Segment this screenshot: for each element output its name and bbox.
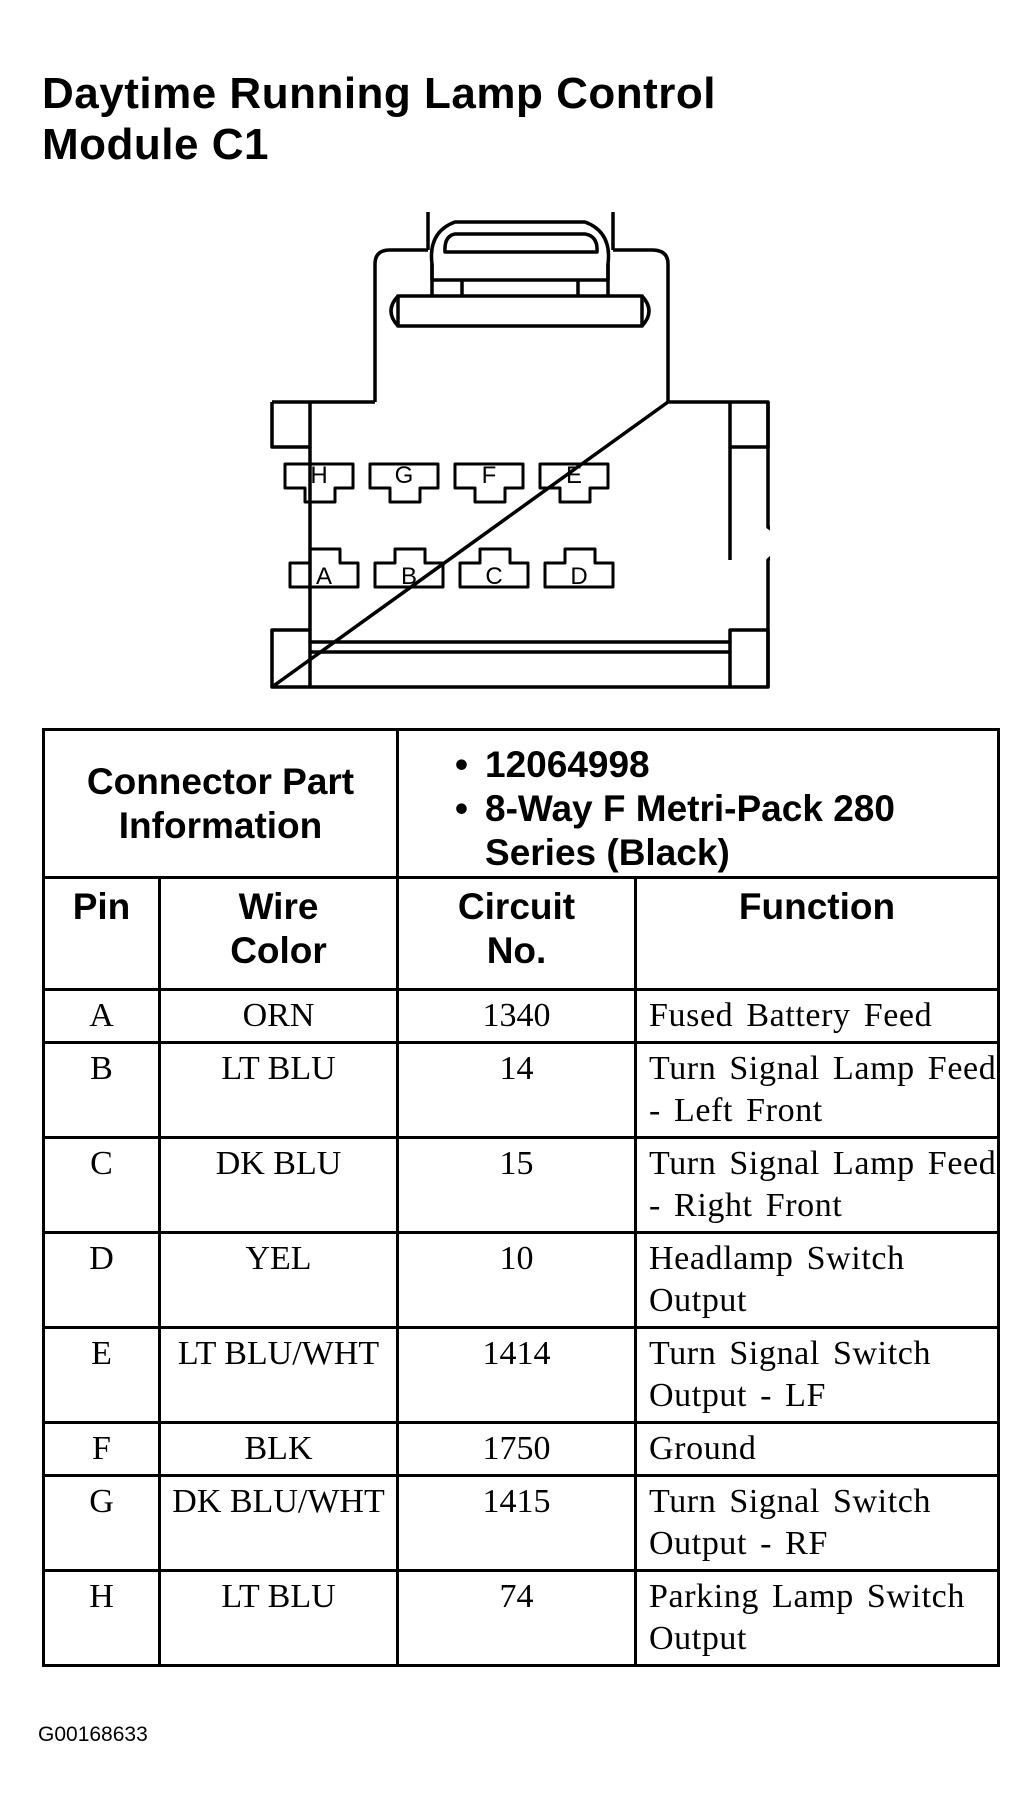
pin-label-g: G bbox=[395, 462, 414, 489]
pin-label-b: B bbox=[401, 563, 417, 590]
diagram-title: Daytime Running Lamp Control Module C1 bbox=[42, 68, 716, 170]
function-cell: Ground bbox=[634, 1421, 1001, 1477]
header-circuit-line-2: No. bbox=[486, 930, 547, 971]
column-header-row: Pin Wire Color Circuit No. Function bbox=[42, 876, 1001, 991]
wire-color-cell: BLK bbox=[157, 1421, 400, 1477]
pin-label-f: F bbox=[482, 462, 497, 489]
part-info-label-line-2: Information bbox=[118, 804, 323, 846]
pin-cell: H bbox=[42, 1569, 161, 1667]
wire-color-cell: LT BLU bbox=[157, 1041, 400, 1139]
table-row: H LT BLU 74 Parking Lamp Switch Output bbox=[42, 1569, 1001, 1667]
bottom-row-terminals: A B C D bbox=[288, 547, 615, 590]
connector-latch bbox=[373, 212, 670, 402]
pin-label-a: A bbox=[316, 563, 332, 590]
function-cell: Headlamp Switch Output bbox=[634, 1231, 1001, 1329]
circuit-cell: 74 bbox=[396, 1569, 638, 1667]
table-row: F BLK 1750 Ground bbox=[42, 1421, 1001, 1477]
terminal-f: F bbox=[453, 462, 525, 504]
header-wire-color: Wire Color bbox=[157, 876, 400, 991]
header-circuit-line-1: Circuit bbox=[457, 886, 576, 927]
wire-color-cell: ORN bbox=[157, 988, 400, 1044]
table-row: B LT BLU 14 Turn Signal Lamp Feed - Left… bbox=[42, 1041, 1001, 1139]
circuit-cell: 1340 bbox=[396, 988, 638, 1044]
table-row: E LT BLU/WHT 1414 Turn Signal Switch Out… bbox=[42, 1326, 1001, 1424]
wire-color-cell: YEL bbox=[157, 1231, 400, 1329]
part-description: 8-Way F Metri-Pack 280 Series (Black) bbox=[451, 787, 997, 875]
part-info-list: 12064998 8-Way F Metri-Pack 280 Series (… bbox=[451, 743, 997, 875]
terminal-g: G bbox=[368, 462, 440, 504]
wire-color-cell: DK BLU bbox=[157, 1136, 400, 1234]
circuit-cell: 1415 bbox=[396, 1474, 638, 1572]
pin-cell: C bbox=[42, 1136, 161, 1234]
wire-color-cell: DK BLU/WHT bbox=[157, 1474, 400, 1572]
circuit-cell: 1414 bbox=[396, 1326, 638, 1424]
terminal-e: E bbox=[538, 462, 610, 504]
circuit-cell: 10 bbox=[396, 1231, 638, 1329]
pin-cell: F bbox=[42, 1421, 161, 1477]
connector-face-drawing: H G F E A B C D bbox=[270, 212, 770, 689]
pin-cell: E bbox=[42, 1326, 161, 1424]
connector-body-outline bbox=[270, 400, 770, 689]
function-cell: Turn Signal Lamp Feed - Right Front bbox=[634, 1136, 1001, 1234]
table-row: D YEL 10 Headlamp Switch Output bbox=[42, 1231, 1001, 1329]
part-info-row: Connector Part Information 12064998 8-Wa… bbox=[41, 728, 1001, 879]
pin-label-e: E bbox=[566, 462, 582, 489]
top-row-terminals: H G F E bbox=[283, 462, 610, 504]
pin-cell: B bbox=[42, 1041, 161, 1139]
table-row: G DK BLU/WHT 1415 Turn Signal Switch Out… bbox=[42, 1474, 1001, 1572]
connector-pinout-table: Connector Part Information 12064998 8-Wa… bbox=[41, 728, 1001, 1667]
pin-label-d: D bbox=[570, 563, 587, 590]
figure-reference-code: G00168633 bbox=[38, 1723, 148, 1746]
pin-label-c: C bbox=[485, 563, 502, 590]
pin-cell: D bbox=[42, 1231, 161, 1329]
terminal-d: D bbox=[543, 547, 615, 590]
header-circuit-no: Circuit No. bbox=[396, 876, 638, 991]
header-wire-color-line-2: Color bbox=[230, 930, 327, 971]
pin-cell: A bbox=[42, 988, 161, 1044]
function-cell: Turn Signal Switch Output - LF bbox=[634, 1326, 1001, 1424]
part-info-label: Connector Part Information bbox=[41, 728, 400, 879]
wire-color-cell: LT BLU bbox=[157, 1569, 400, 1667]
terminal-a: A bbox=[288, 547, 360, 590]
part-info-details: 12064998 8-Way F Metri-Pack 280 Series (… bbox=[396, 728, 1001, 879]
pin-label-h: H bbox=[310, 462, 327, 489]
function-cell: Parking Lamp Switch Output bbox=[634, 1569, 1001, 1667]
terminal-c: C bbox=[458, 547, 530, 590]
terminal-h: H bbox=[283, 462, 355, 504]
function-cell: Fused Battery Feed bbox=[634, 988, 1001, 1044]
circuit-cell: 1750 bbox=[396, 1421, 638, 1477]
wire-color-cell: LT BLU/WHT bbox=[157, 1326, 400, 1424]
title-line-2: Module C1 bbox=[42, 120, 269, 169]
pin-cell: G bbox=[42, 1474, 161, 1572]
header-wire-color-line-1: Wire bbox=[238, 886, 319, 927]
header-function: Function bbox=[634, 876, 1001, 991]
circuit-cell: 15 bbox=[396, 1136, 638, 1234]
terminal-b: B bbox=[373, 547, 445, 590]
function-cell: Turn Signal Switch Output - RF bbox=[634, 1474, 1001, 1572]
function-cell: Turn Signal Lamp Feed - Left Front bbox=[634, 1041, 1001, 1139]
table-row: C DK BLU 15 Turn Signal Lamp Feed - Righ… bbox=[42, 1136, 1001, 1234]
part-info-label-line-1: Connector Part bbox=[86, 760, 355, 802]
title-line-1: Daytime Running Lamp Control bbox=[42, 69, 716, 118]
circuit-cell: 14 bbox=[396, 1041, 638, 1139]
header-pin: Pin bbox=[42, 876, 161, 991]
table-row: A ORN 1340 Fused Battery Feed bbox=[42, 988, 1001, 1044]
part-number: 12064998 bbox=[451, 743, 997, 787]
